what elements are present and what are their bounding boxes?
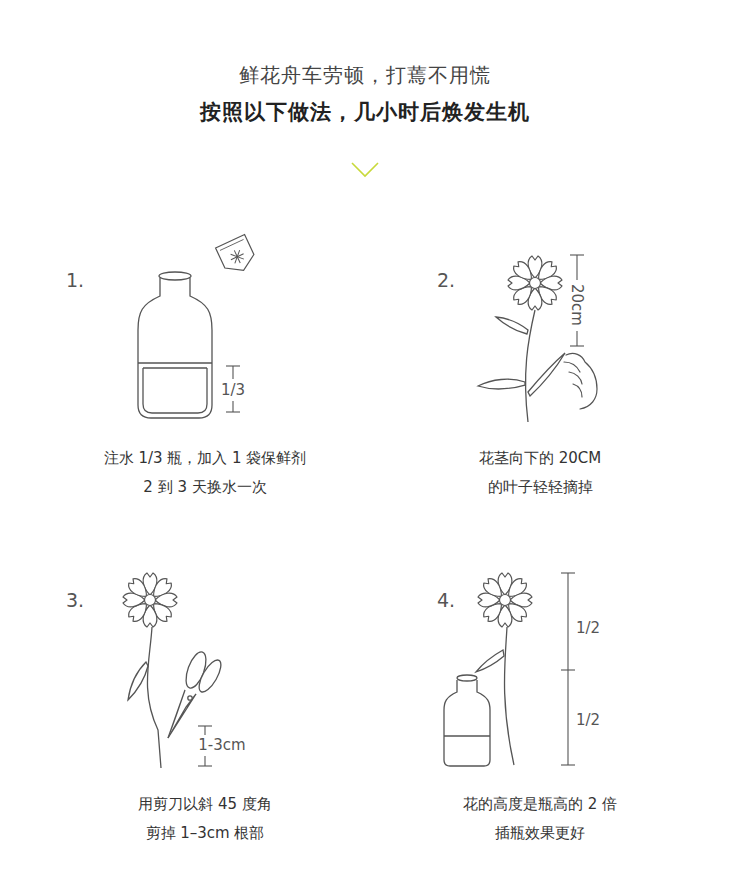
step-number: 3. — [66, 589, 84, 611]
text-holder: 1. — [66, 269, 84, 291]
down-chevron — [352, 163, 378, 176]
text-holder: 花茎向下的 20CM 的叶子轻轻摘掉 — [478, 444, 603, 502]
text-holder: 20cm — [568, 283, 586, 327]
text-holder: 1/2 — [575, 619, 601, 637]
flower-stem-leaves — [128, 627, 161, 768]
flower-stem-leaves — [478, 310, 565, 422]
text-holder: 1/3 — [220, 381, 246, 399]
flower-head — [123, 573, 177, 627]
proportion-label: 1/2 — [575, 711, 601, 729]
flower-stem-leaves — [476, 627, 514, 765]
step-caption: 用剪刀以斜 45 度角 剪掉 1–3cm 根部 — [137, 790, 273, 848]
step-caption: 花的高度是瓶高的 2 倍 插瓶效果更好 — [462, 790, 619, 848]
text-holder: 4. — [437, 589, 455, 611]
subheading: 按照以下做法，几小时后焕发生机 — [200, 98, 530, 126]
picking-hand — [564, 353, 597, 409]
text-holder: 注水 1/3 瓶，加入 1 袋保鲜剂 2 到 3 天换水一次 — [103, 444, 308, 502]
step-number: 4. — [437, 589, 455, 611]
dimension-label: 20cm — [568, 283, 586, 327]
text-holder: 花的高度是瓶高的 2 倍 插瓶效果更好 — [462, 790, 619, 848]
scissors — [168, 649, 225, 738]
step-number: 1. — [66, 269, 84, 291]
text-holder: 1/2 — [575, 711, 601, 729]
dimension-label: 1/3 — [220, 381, 246, 399]
step-caption: 注水 1/3 瓶，加入 1 袋保鲜剂 2 到 3 天换水一次 — [103, 444, 308, 502]
preservative-packet — [216, 235, 259, 278]
dimension-label: 1-3cm — [197, 736, 246, 754]
text-holder: 用剪刀以斜 45 度角 剪掉 1–3cm 根部 — [137, 790, 273, 848]
proportion-label: 1/2 — [575, 619, 601, 637]
flower-head — [508, 256, 562, 310]
step-caption: 花茎向下的 20CM 的叶子轻轻摘掉 — [478, 444, 603, 502]
text-holder: 1-3cm — [197, 736, 246, 754]
heading: 鲜花舟车劳顿，打蔫不用慌 — [239, 62, 491, 89]
scale-bar — [561, 573, 575, 765]
text-holder: 2. — [437, 269, 455, 291]
text-holder: 按照以下做法，几小时后焕发生机 — [200, 98, 530, 126]
text-holder: 鲜花舟车劳顿，打蔫不用慌 — [239, 62, 491, 89]
step-number: 2. — [437, 269, 455, 291]
small-vase — [444, 675, 490, 766]
flower-head — [478, 573, 532, 627]
text-holder: 3. — [66, 589, 84, 611]
vase-with-water — [138, 272, 212, 418]
